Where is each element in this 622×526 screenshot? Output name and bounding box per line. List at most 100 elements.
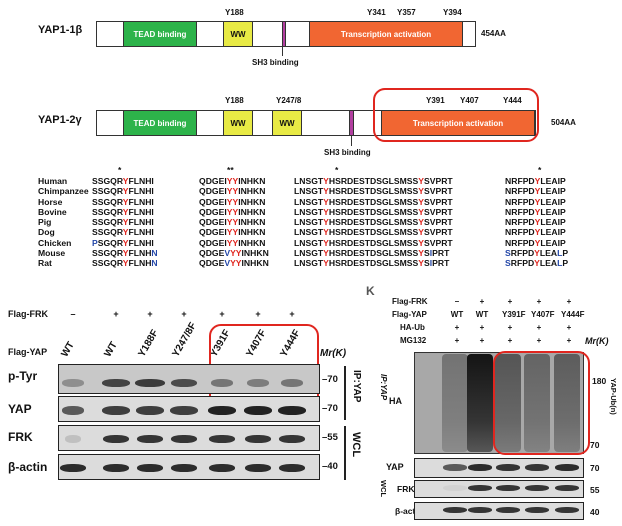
left-frk-sign: + bbox=[181, 309, 187, 319]
sequence-row: SRFPDYLEALP bbox=[505, 248, 569, 259]
sequence-row: LNSGTYHSRDESTDSGLSMSSYSIPRT bbox=[294, 258, 450, 269]
left-lane-label: WT bbox=[102, 340, 120, 359]
species-name: Human bbox=[38, 176, 68, 186]
yap2y-site-y391: Y391 bbox=[426, 96, 445, 105]
blot-band bbox=[281, 379, 303, 387]
left-row-ptyr-label: p-Tyr bbox=[8, 369, 38, 383]
left-yap-label: Flag-YAP bbox=[8, 347, 48, 357]
blot-band bbox=[65, 435, 81, 443]
species-name: Rat bbox=[38, 258, 52, 269]
right-condition-value: + bbox=[454, 323, 460, 332]
sequence-row: NRFPDYLEAIP bbox=[505, 217, 566, 228]
left-row-yap-label: YAP bbox=[8, 402, 32, 416]
yap2y-name: YAP1-2γ bbox=[38, 114, 82, 126]
blot-band bbox=[525, 507, 549, 513]
right-condition-value: + bbox=[479, 323, 485, 332]
blot-band bbox=[208, 406, 236, 415]
blot-band bbox=[103, 435, 129, 443]
yap1b-ww-label: WW bbox=[230, 29, 246, 39]
blot-band bbox=[102, 379, 130, 387]
yap1b-size: 454AA bbox=[481, 29, 506, 38]
right-panel-letter: K bbox=[366, 284, 375, 298]
blot-band bbox=[137, 435, 163, 443]
blot-band bbox=[244, 406, 272, 415]
yap2y-bar: TEAD binding WW WW Transcription activat… bbox=[96, 110, 536, 136]
blot-band bbox=[496, 485, 520, 491]
sequence-row: QDGEIYYINHKN bbox=[199, 227, 266, 238]
right-condition-value: + bbox=[536, 323, 542, 332]
sequence-row: QDGEIYYINHKN bbox=[199, 217, 266, 228]
species-name: Bovine bbox=[38, 206, 67, 217]
right-condition-value: + bbox=[566, 297, 572, 306]
right-condition-value: WT bbox=[450, 310, 464, 319]
blot-band bbox=[555, 485, 579, 491]
sequence-row: SSGQRYFLNHN bbox=[92, 258, 158, 269]
left-frk-sign: + bbox=[289, 309, 295, 319]
right-mr: Mr(K) bbox=[585, 336, 609, 346]
left-mw-2: –70 bbox=[322, 403, 338, 414]
right-wcl-label: WCL bbox=[378, 480, 390, 520]
blot-band bbox=[555, 464, 579, 471]
yap1b-tead-label: TEAD binding bbox=[133, 29, 187, 39]
right-mw-70b: 70 bbox=[590, 463, 600, 473]
blot-band bbox=[170, 406, 198, 415]
blot-band bbox=[171, 464, 197, 472]
left-lane-label: Y188F bbox=[136, 327, 161, 359]
left-wcl-bracket bbox=[344, 426, 346, 480]
blot-band bbox=[171, 435, 197, 443]
yap2y-sh3-domain bbox=[349, 111, 354, 135]
blot-band bbox=[136, 406, 164, 415]
sequence-row: NRFPDYLEAIP bbox=[505, 196, 566, 207]
right-condition-value: Y391F bbox=[502, 310, 526, 319]
blot-band bbox=[247, 379, 269, 387]
blot-band bbox=[102, 406, 130, 415]
left-blot-yap bbox=[58, 396, 320, 422]
yap2y-site-y407: Y407 bbox=[460, 96, 479, 105]
blot-band bbox=[443, 464, 467, 471]
right-yapub-text: YAP-Ub(n) bbox=[609, 378, 618, 415]
right-mw-55: 55 bbox=[590, 485, 600, 495]
right-condition-value: WT bbox=[475, 310, 489, 319]
blot-band bbox=[62, 406, 84, 415]
sequence-row: LNSGTYHSRDESTDSGLSMSSYSVPRT bbox=[294, 196, 453, 207]
left-row-actin-label: β-actin bbox=[8, 460, 48, 474]
right-label-haub: HA-Ub bbox=[400, 323, 425, 332]
right-mw-70: 70 bbox=[590, 440, 600, 450]
blot-band bbox=[468, 464, 492, 471]
yap2y-tead-label: TEAD binding bbox=[133, 118, 187, 128]
sequence-row: SSGQRYFLNHI bbox=[92, 196, 154, 207]
left-mw-1: –70 bbox=[322, 374, 338, 385]
sequence-row: QDGEIYYINHKN bbox=[199, 196, 266, 207]
ha-smear bbox=[554, 354, 580, 452]
yap1b-site-y357: Y357 bbox=[397, 8, 416, 17]
left-row-frk-label: FRK bbox=[8, 430, 33, 444]
blot-band bbox=[245, 464, 271, 472]
left-mr: Mr(K) bbox=[320, 348, 347, 359]
sequence-row: QDGEIYYINHKN bbox=[199, 206, 266, 217]
blot-band bbox=[496, 464, 520, 471]
yap1b-ww-domain: WW bbox=[223, 22, 253, 46]
right-mw-40: 40 bbox=[590, 507, 600, 517]
yap1b-site-y394: Y394 bbox=[443, 8, 462, 17]
left-lane-label: WT bbox=[59, 340, 77, 359]
left-wcl-label: WCL bbox=[348, 432, 362, 472]
sequence-row: SSGQRYFLNHI bbox=[92, 186, 154, 197]
sequence-row: LNSGTYHSRDESTDSGLSMSSYSVPRT bbox=[294, 176, 453, 186]
species-name: Mouse bbox=[38, 248, 66, 259]
right-actin-row-label: β-actin bbox=[395, 506, 423, 516]
sequence-row: SSGQRYFLNHI bbox=[92, 176, 154, 186]
left-frk-label: Flag-FRK bbox=[8, 309, 48, 319]
yap2y-ww1-domain: WW bbox=[223, 111, 253, 135]
right-label-yap: Flag-YAP bbox=[392, 310, 427, 319]
yap2y-size: 504AA bbox=[551, 118, 576, 127]
right-condition-value: + bbox=[507, 323, 513, 332]
species-name: Chicken bbox=[38, 237, 72, 248]
left-frk-sign: + bbox=[147, 309, 153, 319]
sequence-row: SSGQRYFLNHN bbox=[92, 248, 158, 259]
right-condition-value: + bbox=[536, 336, 542, 345]
right-condition-value: + bbox=[454, 336, 460, 345]
yap1b-sh3-label: SH3 binding bbox=[252, 58, 299, 67]
